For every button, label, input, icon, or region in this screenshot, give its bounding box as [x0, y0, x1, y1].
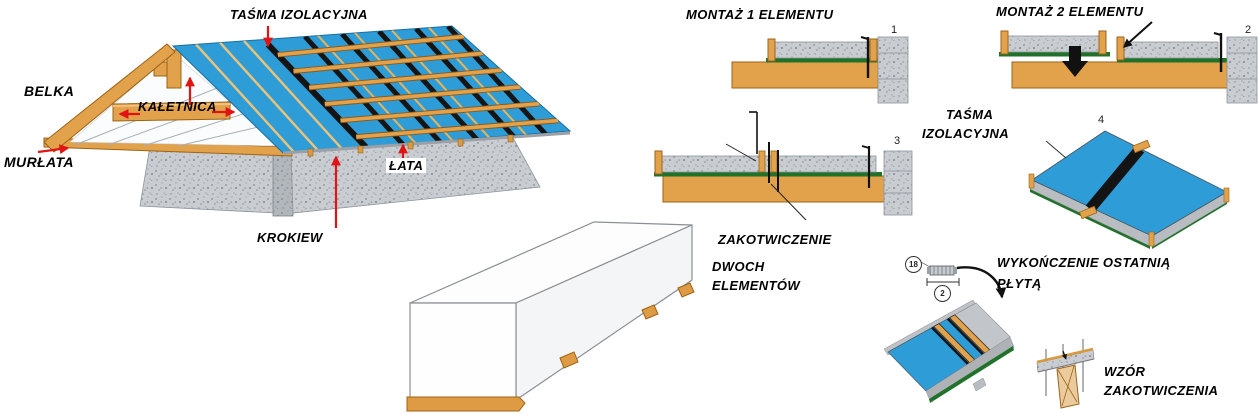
label-zakotwiczenia: ZAKOTWICZENIA: [1104, 383, 1219, 398]
label-wykonczenie-line2: PŁYTĄ: [997, 276, 1042, 291]
step2-number: 2: [1245, 24, 1252, 36]
label-dwoch: DWOCH: [712, 259, 765, 274]
step1-number: 1: [891, 24, 898, 36]
label-montaz-2-title: MONTAŻ 2 ELEMENTU: [996, 4, 1144, 19]
finishing-drawing: [883, 299, 1015, 403]
step3-number: 3: [894, 135, 901, 147]
step4-drawing: [1028, 130, 1230, 249]
label-kaletnica: KAŁETNICA: [138, 99, 217, 114]
label-lata: ŁATA: [386, 158, 427, 173]
gable-truss: [43, 43, 293, 157]
label-montaz-1-title: MONTAŻ 1 ELEMENTU: [686, 7, 834, 22]
roof-plane: [171, 25, 572, 157]
label-zakotwiczenie: ZAKOTWICZENIE: [718, 232, 832, 247]
red-callout-arrows: [37, 26, 408, 228]
callout-circle-2: 2: [934, 285, 951, 302]
fastener-component: [920, 261, 1007, 299]
anchor-pattern-drawing: [1036, 339, 1095, 409]
label-belka: BELKA: [24, 83, 75, 99]
callout-circle-18: 18: [905, 256, 922, 273]
label-murlata: MURŁATA: [4, 154, 74, 170]
label-krokiew: KROKIEW: [257, 230, 323, 245]
label-elementow: ELEMENTÓW: [712, 278, 801, 293]
label-wzor: WZÓR: [1104, 364, 1146, 379]
step1-drawing: [731, 36, 909, 104]
step3-drawing: [654, 111, 913, 221]
label-tasma-step4-line2: IZOLACYJNA: [922, 126, 1010, 141]
step2-drawing: [999, 21, 1258, 104]
label-tasma-izolacyjna: TAŚMA IZOLACYJNA: [230, 7, 368, 22]
step4-number: 4: [1098, 114, 1105, 126]
packaged-panels-box: [406, 221, 695, 412]
label-wykonczenie-line1: WYKOŃCZENIE OSTATNIĄ: [997, 255, 1171, 270]
label-tasma-step4-line1: TAŚMA: [946, 107, 994, 122]
